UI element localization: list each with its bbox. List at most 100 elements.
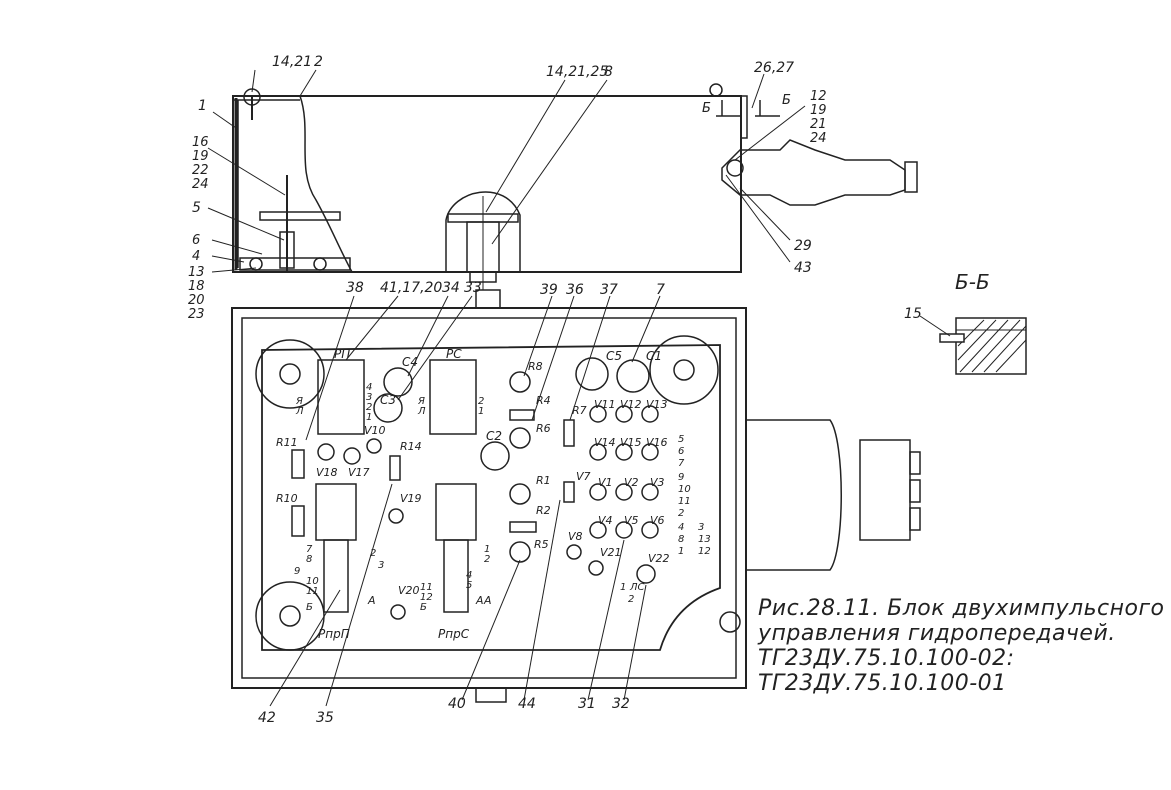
svg-text:V17: V17 [348,466,370,479]
svg-text:5: 5 [678,434,684,445]
callout-6: 6 [192,233,200,248]
caption-line-1: Рис.28.11. Блок двухимпульсного [758,596,1165,621]
svg-text:R5: R5 [534,538,549,551]
svg-text:C4: C4 [402,355,418,369]
callout-7: 7 [656,282,665,298]
callout-16: 16 [192,135,209,150]
svg-text:4: 4 [366,382,372,393]
svg-text:R1: R1 [536,474,551,487]
callout-18: 18 [188,279,205,294]
callout-39: 39 [540,282,558,298]
svg-text:V12: V12 [620,398,642,411]
svg-text:5: 5 [466,580,472,591]
svg-text:R6: R6 [536,422,551,435]
svg-text:РпрП: РпрП [318,627,350,641]
svg-text:V16: V16 [646,436,668,449]
callout-19b: 19 [810,103,827,118]
svg-text:Я: Я [295,396,303,407]
svg-text:R4: R4 [536,394,551,407]
callout-32: 32 [612,696,630,712]
svg-text:V3: V3 [650,476,665,489]
callout-5: 5 [192,200,201,216]
svg-text:V13: V13 [646,398,668,411]
svg-text:11: 11 [678,496,691,507]
side-elevation-view [232,83,918,290]
svg-text:C1: C1 [646,349,662,363]
svg-text:R7: R7 [572,404,587,417]
svg-text:А: А [483,594,492,607]
svg-text:12: 12 [420,592,433,603]
callout-20: 20 [188,293,205,308]
svg-text:R11: R11 [276,436,298,449]
svg-text:V5: V5 [624,514,639,527]
svg-text:4: 4 [678,522,684,533]
top-leader-lines [207,69,806,273]
callout-19: 19 [192,149,209,164]
svg-text:8: 8 [678,534,684,545]
svg-text:8: 8 [306,554,312,565]
svg-text:7: 7 [678,458,685,469]
svg-text:V22: V22 [648,552,670,565]
callout-29: 29 [794,238,812,254]
callout-23: 23 [188,307,205,322]
svg-text:V18: V18 [316,466,338,479]
svg-text:V20: V20 [398,584,420,597]
callout-12: 12 [810,89,827,104]
svg-text:2: 2 [484,554,490,565]
callout-38: 38 [346,280,364,296]
svg-text:V15: V15 [620,436,642,449]
callout-24b: 24 [810,131,827,146]
terminal-marks: Я Л 4 3 2 1 Я Л 2 1 7 8 9 10 11 Б 2 3 А … [294,382,711,613]
callout-13: 13 [188,265,205,280]
svg-text:Я: Я [417,396,425,407]
svg-text:А: А [475,594,484,607]
svg-text:V6: V6 [650,514,665,527]
callout-14-21-25: 14,21,25 [546,64,608,80]
svg-text:R10: R10 [276,492,298,505]
svg-text:7: 7 [306,544,313,555]
svg-text:2: 2 [678,508,684,519]
svg-text:1: 1 [366,412,372,423]
section-callout-15: 15 [904,306,922,322]
svg-text:V21: V21 [600,546,622,559]
svg-text:V19: V19 [400,492,422,505]
svg-text:1: 1 [620,582,626,593]
svg-text:R2: R2 [536,504,551,517]
svg-text:Б: Б [306,602,313,613]
svg-text:2: 2 [478,396,484,407]
callout-21b: 21 [810,117,827,132]
svg-text:3: 3 [698,522,704,533]
svg-text:12: 12 [698,546,711,557]
svg-text:11: 11 [306,586,319,597]
svg-text:РС: РС [446,347,462,361]
callout-43: 43 [794,260,812,276]
svg-text:11: 11 [420,582,433,593]
callout-24: 24 [192,177,209,192]
callout-1: 1 [198,98,207,114]
svg-text:13: 13 [698,534,711,545]
svg-text:2: 2 [370,548,376,559]
callout-22: 22 [192,163,209,178]
callout-34: 34 [442,280,460,296]
callout-8: 8 [604,64,613,80]
svg-text:V14: V14 [594,436,616,449]
svg-text:1: 1 [478,406,484,417]
caption-line-2: управления гидропередачей. [758,621,1116,646]
section-mark-left: Б [702,101,711,116]
svg-text:V4: V4 [598,514,613,527]
callout-44: 44 [518,696,536,712]
svg-text:Л: Л [417,406,426,417]
svg-text:V7: V7 [576,470,591,483]
figure-caption: Рис.28.11. Блок двухимпульсного управлен… [758,596,1165,696]
svg-text:3: 3 [378,560,384,571]
svg-text:V10: V10 [364,424,386,437]
svg-text:C2: C2 [486,429,502,443]
svg-text:V8: V8 [568,530,583,543]
svg-text:Б: Б [420,602,427,613]
callout-33: 33 [464,280,482,296]
plan-callout-labels: 38 41,17,20 34 33 39 36 37 7 42 35 40 44… [258,280,665,726]
callout-35: 35 [316,710,334,726]
svg-text:10: 10 [678,484,691,495]
svg-text:4: 4 [466,570,472,581]
